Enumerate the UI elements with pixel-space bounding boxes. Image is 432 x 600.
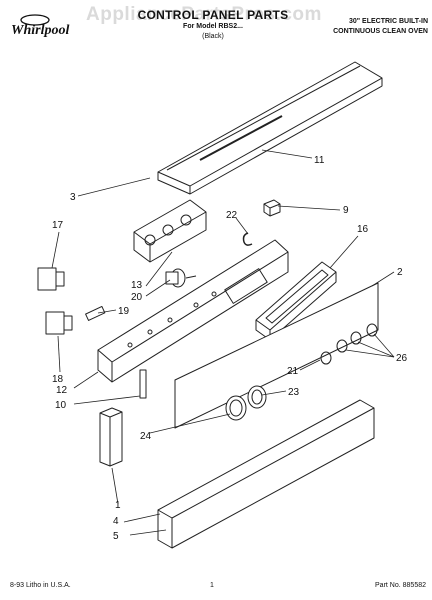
- callout-13: 13: [131, 280, 143, 291]
- part-selector-switch: [37, 267, 65, 291]
- part-lamp-holder: [85, 305, 106, 321]
- part-bottom-trim: [157, 399, 375, 549]
- watermark: AppliancePartsPros.com: [86, 4, 322, 25]
- part-glass-panel: [174, 282, 379, 429]
- callout-11: 11: [314, 155, 325, 166]
- callout-26: 26: [396, 353, 408, 364]
- model-line: For Model RBS2...: [183, 23, 243, 30]
- callout-20: 20: [131, 292, 143, 303]
- callout-10: 10: [55, 400, 67, 411]
- callout-18: 18: [52, 374, 64, 385]
- callout-5: 5: [113, 531, 119, 542]
- part-infinite-switch: [165, 268, 197, 288]
- page-title: CONTROL PANEL PARTS: [137, 8, 289, 22]
- callout-16: 16: [357, 224, 369, 235]
- part-push-switch: [45, 311, 73, 335]
- part-number: Part No. 885582: [375, 582, 426, 589]
- part-knobs: [336, 323, 378, 353]
- part-top-trim: [157, 61, 383, 195]
- callout-22: 22: [226, 210, 238, 221]
- product-line-2: CONTINUOUS CLEAN OVEN: [333, 28, 428, 35]
- callout-4: 4: [113, 516, 119, 527]
- whirlpool-logo: [20, 14, 50, 26]
- part-switch-bracket: [133, 199, 207, 263]
- part-small-block: [263, 199, 281, 217]
- product-line-1: 30" ELECTRIC BUILT-IN: [348, 18, 428, 25]
- brand-name: Whirlpool: [11, 23, 70, 38]
- part-clip: [242, 232, 253, 246]
- page-number: 1: [210, 582, 214, 589]
- part-large-dials: [225, 385, 267, 421]
- part-control-panel-bracket: [97, 239, 289, 383]
- leader-lines: [51, 149, 395, 536]
- callout-12: 12: [56, 385, 68, 396]
- callout-1: 1: [115, 500, 121, 511]
- color-line: (Black): [202, 33, 224, 40]
- litho-note: 8-93 Litho in U.S.A.: [10, 582, 71, 589]
- callout-24: 24: [140, 431, 152, 442]
- callout-9: 9: [343, 205, 349, 216]
- part-mount-bracket: [139, 369, 147, 399]
- part-knob-small: [320, 351, 332, 365]
- callout-3: 3: [70, 192, 76, 203]
- part-end-cap: [99, 407, 123, 467]
- callout-19: 19: [118, 306, 130, 317]
- callout-23: 23: [288, 387, 300, 398]
- callout-17: 17: [52, 220, 64, 231]
- callout-21: 21: [287, 366, 299, 377]
- callout-2: 2: [397, 267, 403, 278]
